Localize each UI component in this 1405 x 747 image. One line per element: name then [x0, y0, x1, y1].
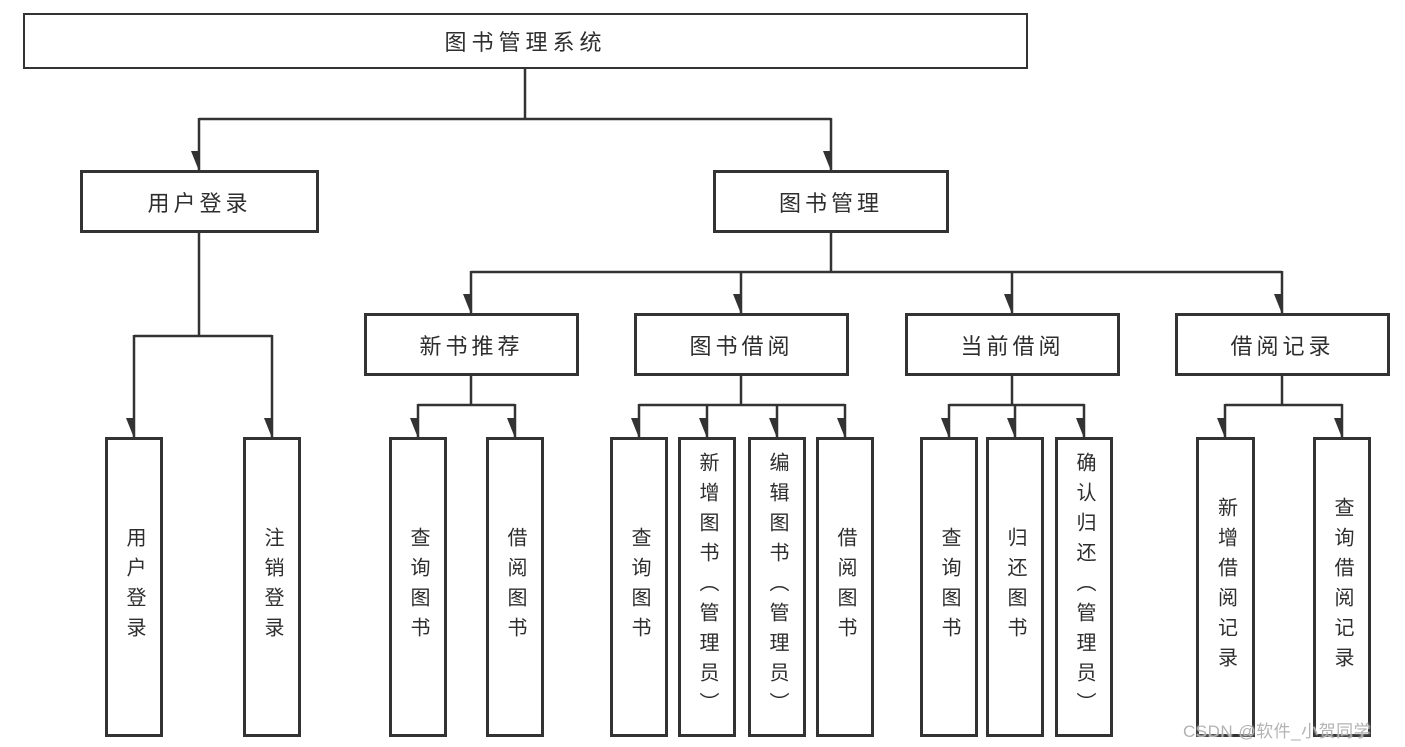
node-label: 新书推荐 — [419, 333, 524, 359]
node-label: 查询图书 — [628, 527, 650, 647]
node-label: 查询图书 — [407, 527, 429, 647]
node-label: 借阅记录 — [1230, 333, 1335, 359]
node-book-management: 图书管理 — [713, 170, 949, 233]
node-new-book-recommend: 新书推荐 — [364, 313, 579, 376]
node-label: 新增借阅记录 — [1214, 497, 1237, 677]
csdn-watermark: CSDN @软件_小贺同学 — [1183, 722, 1372, 741]
node-label: 借阅图书 — [834, 527, 856, 647]
leaf-query-books-current: 查询图书 — [920, 437, 978, 737]
leaf-query-books-recommend: 查询图书 — [389, 437, 447, 737]
leaf-add-books-admin: 新增图书（管理员） — [678, 437, 736, 737]
node-label: 新增图书（管理员） — [696, 452, 718, 722]
leaf-edit-books-admin: 编辑图书（管理员） — [748, 437, 806, 737]
node-book-borrow: 图书借阅 — [634, 313, 849, 376]
node-user-login: 用户登录 — [80, 170, 319, 233]
node-borrow-record: 借阅记录 — [1175, 313, 1390, 376]
leaf-query-borrow-record: 查询借阅记录 — [1313, 437, 1371, 737]
leaf-return-books: 归还图书 — [986, 437, 1044, 737]
node-current-borrow: 当前借阅 — [905, 313, 1120, 376]
node-label: 注销登录 — [261, 527, 283, 647]
node-label: 图书管理系统 — [444, 30, 607, 55]
node-label: 编辑图书（管理员） — [766, 452, 788, 722]
leaf-borrow-books: 借阅图书 — [816, 437, 874, 737]
node-library-management-system: 图书管理系统 — [23, 13, 1028, 69]
leaf-borrow-books-recommend: 借阅图书 — [486, 437, 544, 737]
leaf-user-login: 用户登录 — [105, 437, 163, 737]
leaf-confirm-return-admin: 确认归还（管理员） — [1055, 437, 1113, 737]
node-label: 用户登录 — [123, 527, 145, 647]
node-label: 图书管理 — [778, 190, 883, 216]
node-label: 确认归还（管理员） — [1073, 452, 1095, 722]
node-label: 查询图书 — [938, 527, 960, 647]
node-label: 归还图书 — [1004, 527, 1026, 647]
node-label: 查询借阅记录 — [1331, 497, 1353, 677]
leaf-add-borrow-record: 新增借阅记录 — [1196, 437, 1255, 737]
node-label: 当前借阅 — [960, 333, 1065, 359]
leaf-logout: 注销登录 — [243, 437, 301, 737]
node-label: 用户登录 — [147, 190, 252, 216]
node-label: 图书借阅 — [689, 333, 794, 359]
leaf-query-books-borrow: 查询图书 — [610, 437, 668, 737]
node-label: 借阅图书 — [504, 527, 526, 647]
